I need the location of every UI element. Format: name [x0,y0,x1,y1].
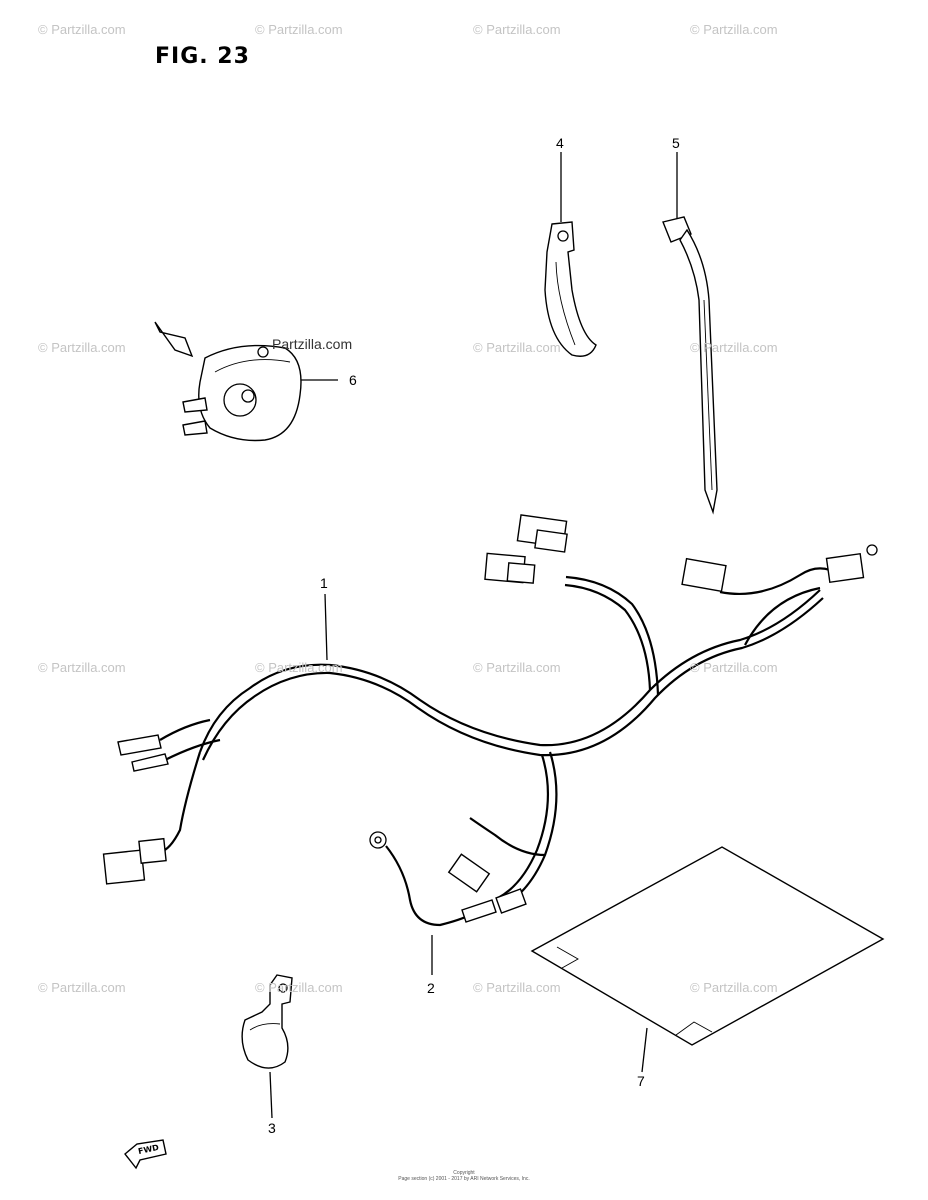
copyright-footer: Copyright Page section (c) 2001 - 2017 b… [0,1170,928,1182]
watermark: © Partzilla.com [473,980,561,995]
callout-1: 1 [320,575,328,591]
watermark: © Partzilla.com [38,340,126,355]
watermark: © Partzilla.com [690,980,778,995]
copyright-line-1: Copyright [453,1170,475,1176]
callout-7: 7 [637,1073,645,1089]
watermark-inline: Partzilla.com [272,336,353,352]
watermark: © Partzilla.com [255,980,343,995]
watermark: © Partzilla.com [473,22,561,37]
part-2-ground-wire [369,831,497,975]
watermark: © Partzilla.com [690,660,778,675]
watermark: © Partzilla.com [473,660,561,675]
fwd-arrow-icon [124,1139,167,1170]
callout-3: 3 [268,1120,276,1136]
part-5-cable-tie [662,152,718,515]
part-6-unit [154,321,338,442]
watermark: © Partzilla.com [255,660,343,675]
watermark: © Partzilla.com [38,980,126,995]
watermark: © Partzilla.com [38,22,126,37]
part-1-wiring-harness [102,514,878,914]
part-7-label-sheet [530,846,885,1073]
watermark: © Partzilla.com [690,340,778,355]
copyright-line-2: Page section (c) 2001 - 2017 by ARI Netw… [398,1176,530,1182]
part-4-clamp [544,152,597,357]
callout-2: 2 [427,980,435,996]
watermark: © Partzilla.com [690,22,778,37]
watermark: © Partzilla.com [255,22,343,37]
part-3-clamp [241,974,293,1119]
watermark: © Partzilla.com [473,340,561,355]
watermark: © Partzilla.com [38,660,126,675]
callout-6: 6 [349,372,357,388]
figure-title: FIG. 23 [155,44,250,69]
callout-4: 4 [556,135,564,151]
callout-5: 5 [672,135,680,151]
